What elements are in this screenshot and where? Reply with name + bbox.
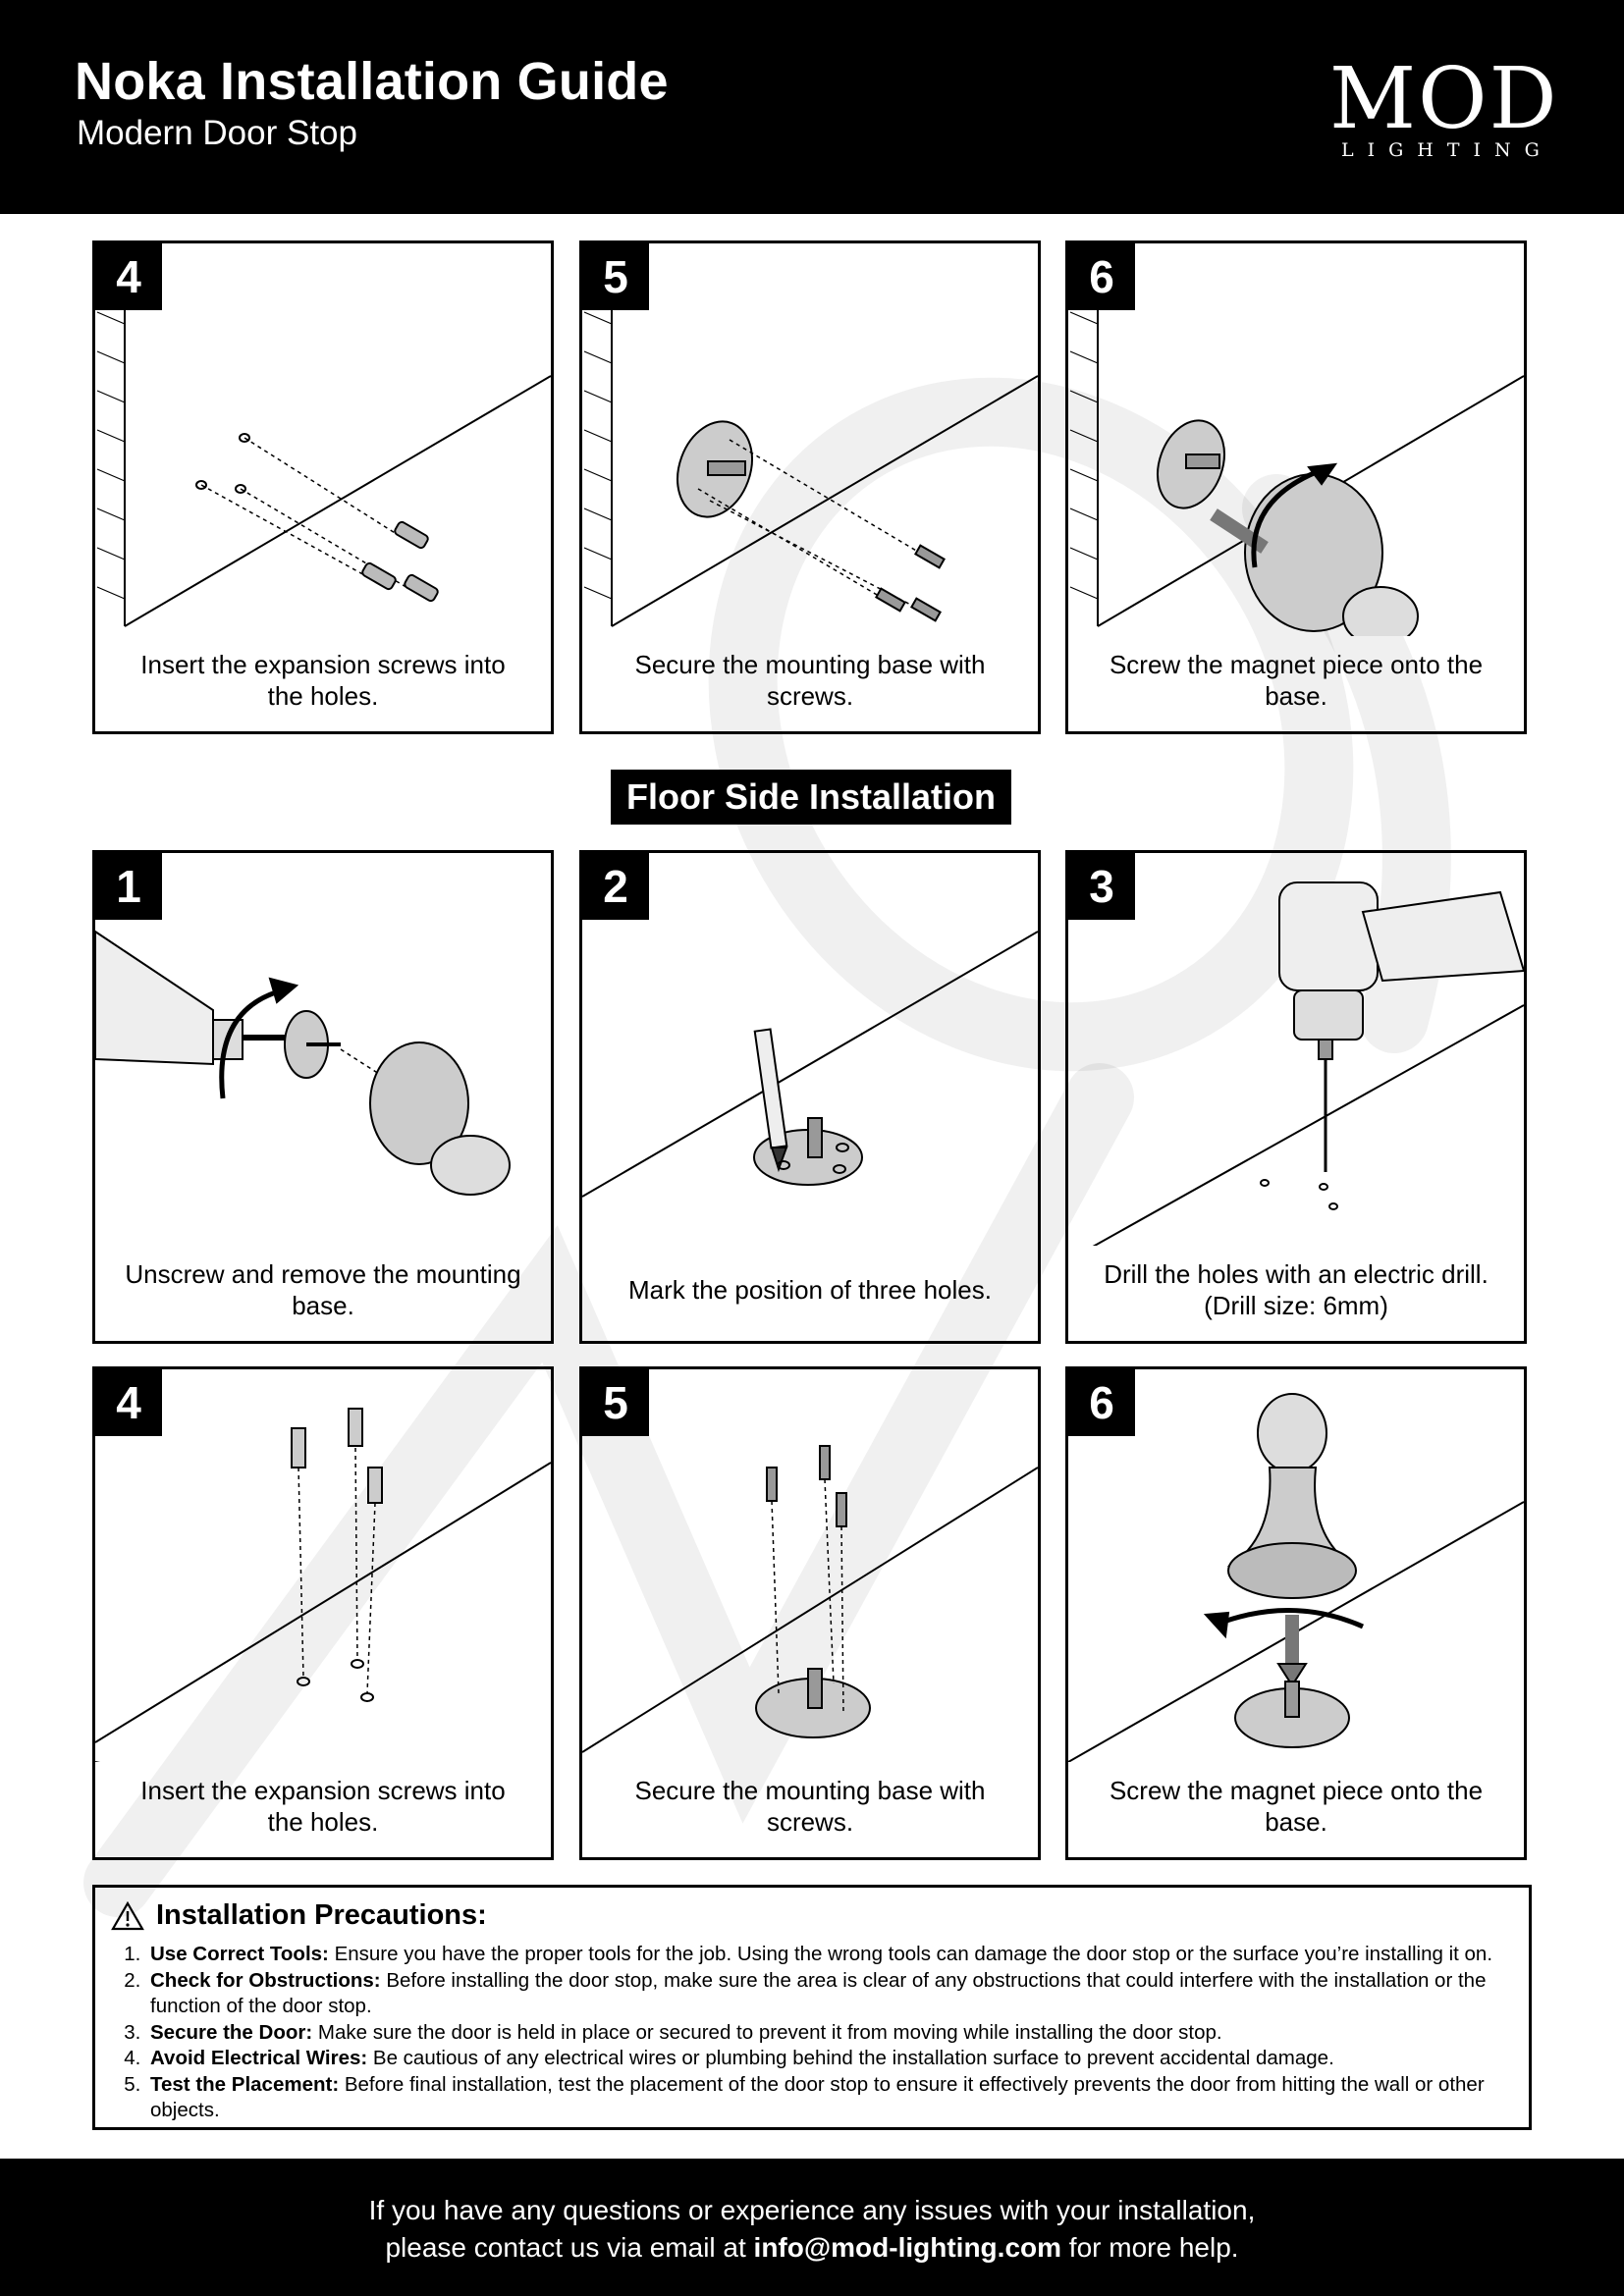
precautions-header: Installation Precautions: [111, 1899, 1513, 1932]
item-label: Use Correct Tools: [150, 1943, 329, 1965]
floor-step-3-panel: 3 Drill the holes with an electric drill… [1065, 850, 1527, 1344]
floor-step-5-panel: 5 Secure the mounting base with screws. [579, 1366, 1041, 1860]
item-label: Test the Placement: [150, 2072, 340, 2096]
logo-main-text: MOD [1329, 50, 1559, 148]
page-title: Noka Installation Guide [75, 52, 669, 111]
step-number: 3 [1068, 853, 1135, 920]
floor-section-title: Floor Side Installation [611, 770, 1011, 825]
list-item: Avoid Electrical Wires: Be cautious of a… [146, 2046, 1513, 2072]
page-footer: If you have any questions or experience … [0, 2159, 1624, 2296]
list-item: Check for Obstructions: Before installin… [146, 1968, 1513, 2020]
list-item: Secure the Door: Make sure the door is h… [146, 2020, 1513, 2047]
wall-step-5-panel: 5 Secure the mounting base with screws. [579, 240, 1041, 734]
floor-step-4-panel: 4 Insert the expansion screws into the h… [92, 1366, 554, 1860]
footer-line-2-prefix: please contact us via email at [385, 2232, 754, 2263]
floor-step-2-panel: 2 Mark the position of three holes. [579, 850, 1041, 1344]
floor-step-5-illustration [582, 1445, 1038, 1753]
floor-step-1-illustration [95, 930, 511, 1196]
step-caption: Mark the position of three holes. [628, 1275, 992, 1305]
item-label: Avoid Electrical Wires: [150, 2047, 368, 2069]
item-text: Ensure you have the proper tools for the… [328, 1943, 1493, 1965]
step-caption: Insert the expansion screws into the hol… [140, 650, 506, 711]
step-caption: Secure the mounting base with screws. [634, 1776, 986, 1837]
step-caption: Unscrew and remove the mounting base. [125, 1259, 521, 1320]
item-text: Be cautious of any electrical wires or p… [367, 2047, 1334, 2069]
wall-step-4-panel: 4 Insert the expansion screws into the h… [92, 240, 554, 734]
step-caption: Drill the holes with an electric drill. … [1104, 1259, 1489, 1320]
item-text: Make sure the door is held in place or s… [312, 2020, 1222, 2044]
step-caption: Insert the expansion screws into the hol… [140, 1776, 506, 1837]
floor-step-3-illustration [1092, 881, 1524, 1246]
step-number: 1 [95, 853, 162, 920]
step-number: 5 [582, 243, 649, 310]
precautions-box: Installation Precautions: Use Correct To… [92, 1885, 1532, 2130]
precautions-title: Installation Precautions: [156, 1899, 487, 1931]
support-email-link[interactable]: info@mod-lighting.com [753, 2232, 1062, 2263]
step-number: 5 [582, 1369, 649, 1436]
item-text: Before final installation, test the plac… [150, 2072, 1485, 2122]
page-header: Noka Installation Guide Modern Door Stop… [0, 0, 1624, 214]
step-caption: Screw the magnet piece onto the base. [1109, 1776, 1484, 1837]
item-text: Before installing the door stop, make su… [150, 1968, 1487, 2018]
step-number: 4 [95, 243, 162, 310]
footer-line-2-suffix: for more help. [1061, 2232, 1239, 2263]
step-number: 6 [1068, 1369, 1135, 1436]
floor-step-6-illustration [1068, 1393, 1524, 1762]
wall-step-4-illustration [96, 243, 551, 627]
list-item: Use Correct Tools: Ensure you have the p… [146, 1942, 1513, 1968]
step-caption: Screw the magnet piece onto the base. [1109, 650, 1484, 711]
floor-step-4-illustration [95, 1408, 551, 1762]
item-label: Check for Obstructions: [150, 1968, 381, 1992]
step-number: 6 [1068, 243, 1135, 310]
wall-step-5-illustration [583, 243, 1038, 627]
precautions-list: Use Correct Tools: Ensure you have the p… [111, 1942, 1513, 2124]
footer-line-1: If you have any questions or experience … [368, 2195, 1256, 2225]
list-item: Test the Placement: Before final install… [146, 2072, 1513, 2124]
page-subtitle: Modern Door Stop [77, 114, 357, 152]
brand-logo: MOD LIGHTING [1329, 50, 1559, 161]
warning-triangle-icon [111, 1900, 144, 1930]
floor-step-6-panel: 6 Screw the magnet piece onto the base. [1065, 1366, 1527, 1860]
step-number: 2 [582, 853, 649, 920]
footer-line-2: please contact us via email at info@mod-… [0, 2229, 1624, 2267]
step-caption: Secure the mounting base with screws. [634, 650, 986, 711]
item-label: Secure the Door: [150, 2020, 313, 2044]
floor-step-1-panel: 1 Unscrew and remove the mounting base. [92, 850, 554, 1344]
wall-step-6-illustration [1069, 243, 1524, 636]
logo-sub-text: LIGHTING [1341, 139, 1553, 161]
step-number: 4 [95, 1369, 162, 1436]
floor-step-2-illustration [582, 931, 1038, 1198]
wall-step-6-panel: 6 Screw the magnet piece onto the base. [1065, 240, 1527, 734]
